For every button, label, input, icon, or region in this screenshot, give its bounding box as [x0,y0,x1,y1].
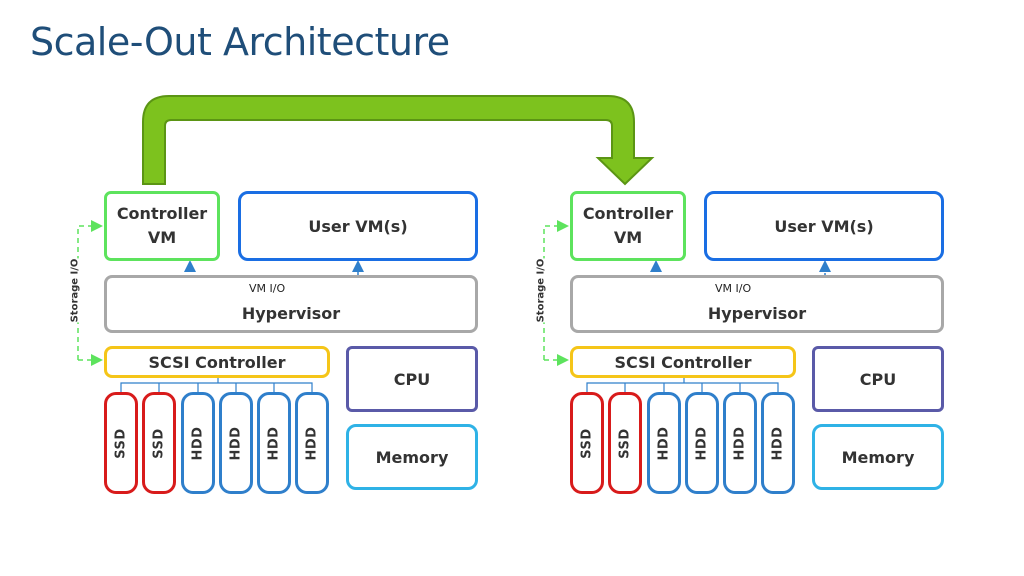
user-vm-label: User VM(s) [774,216,874,236]
controller-vm-box: Controller VM [570,191,686,261]
hypervisor-box: Hypervisor [570,275,944,333]
cpu-box: CPU [346,346,478,412]
memory-label: Memory [375,447,449,467]
user-vm-label: User VM(s) [308,216,408,236]
memory-box: Memory [346,424,478,490]
memory-label: Memory [841,447,915,467]
disk-hdd: HDD [723,392,757,494]
page-title: Scale-Out Architecture [30,20,450,64]
cpu-label: CPU [859,369,897,389]
disk-hdd: HDD [219,392,253,494]
storage-io-label: Storage I/O [535,258,547,323]
cpu-label: CPU [393,369,431,389]
vm-io-label: VM I/O [246,282,289,295]
memory-box: Memory [812,424,944,490]
disk-ssd: SSD [608,392,642,494]
controller-vm-box: Controller VM [104,191,220,261]
disk-hdd: HDD [257,392,291,494]
hypervisor-box: Hypervisor [104,275,478,333]
scsi-controller-box: SCSI Controller [570,346,796,378]
disk-hdd: HDD [295,392,329,494]
disk-hdd: HDD [647,392,681,494]
disk-hdd: HDD [685,392,719,494]
disk-ssd: SSD [570,392,604,494]
scsi-controller-label: SCSI Controller [148,352,286,372]
hypervisor-label: Hypervisor [707,303,807,323]
disk-hdd: HDD [181,392,215,494]
disk-ssd: SSD [142,392,176,494]
storage-io-label: Storage I/O [69,258,81,323]
controller-vm-label: Controller VM [582,204,674,247]
cpu-box: CPU [812,346,944,412]
disk-ssd: SSD [104,392,138,494]
hypervisor-label: Hypervisor [241,303,341,323]
disk-hdd: HDD [761,392,795,494]
replication-arrow [142,95,655,186]
user-vm-box: User VM(s) [704,191,944,261]
scsi-controller-label: SCSI Controller [614,352,752,372]
vm-io-label: VM I/O [712,282,755,295]
user-vm-box: User VM(s) [238,191,478,261]
controller-vm-label: Controller VM [116,204,208,247]
scsi-controller-box: SCSI Controller [104,346,330,378]
